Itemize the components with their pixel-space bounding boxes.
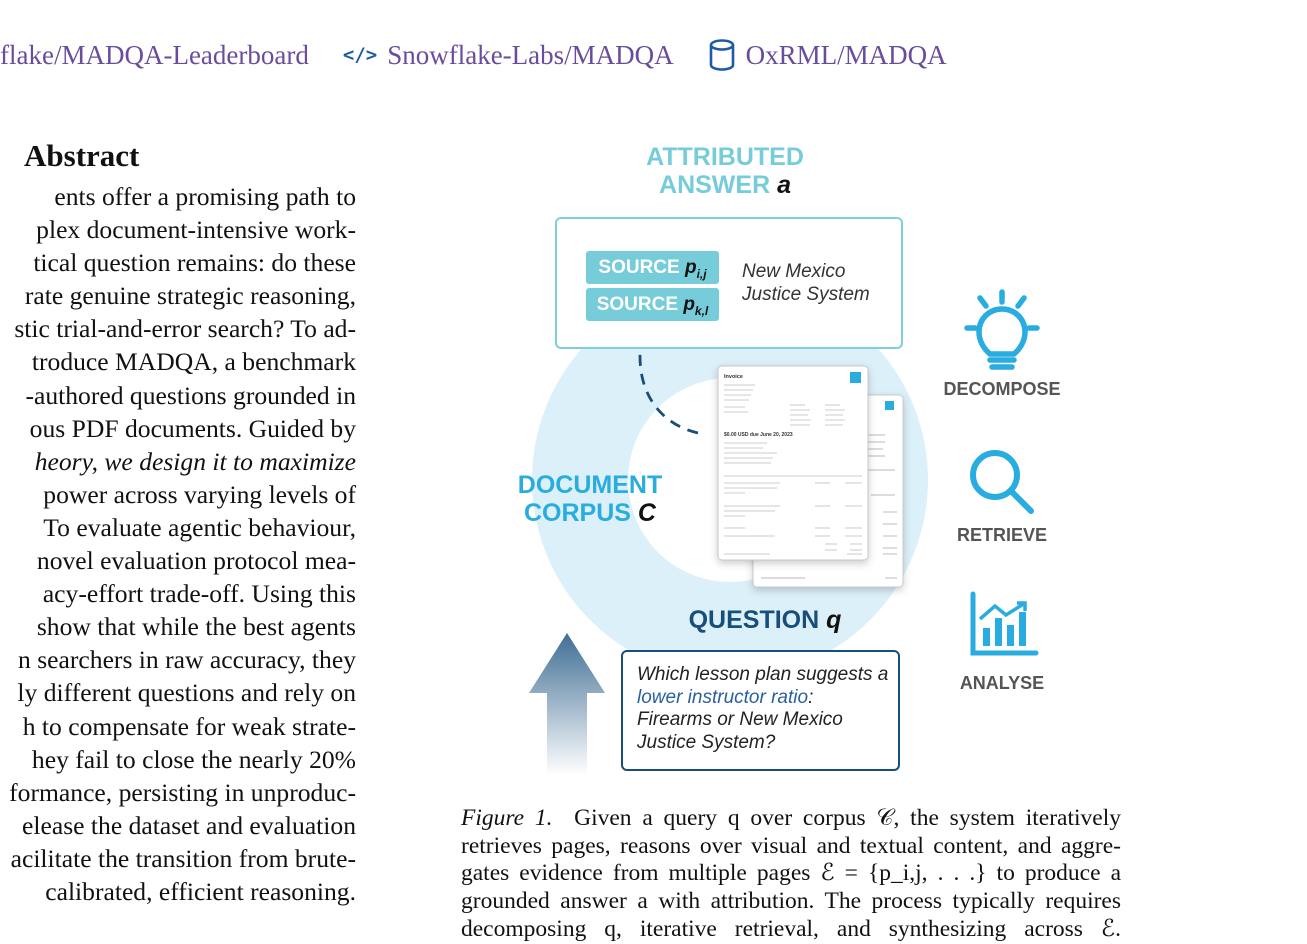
question-up-arrow <box>529 633 605 775</box>
abstract-line: elease the dataset and evaluation <box>22 810 356 840</box>
abstract-line: stic trial-and-error search? To ad- <box>14 314 356 344</box>
github-repo-link[interactable]: </> Snowflake-Labs/MADQA <box>343 40 674 71</box>
database-icon <box>708 39 736 71</box>
question-text: Which lesson plan suggests a lower instr… <box>637 664 892 754</box>
question-text-post: : Firearms or New Mexico Justice System? <box>637 686 843 753</box>
figure-1: Invoice $0.00 USD due June 20, 2023 <box>505 140 1065 780</box>
abstract-line: plex document-intensive work- <box>36 215 356 245</box>
answer-text: New Mexico Justice System <box>742 261 870 305</box>
decompose-label: DECOMPOSE <box>943 379 1061 399</box>
source-badge-label: SOURCE <box>598 257 680 278</box>
document-page-front: Invoice $0.00 USD due June 20, 2023 <box>717 365 869 561</box>
caption-line: retrieves pages, reasons over visual and… <box>461 832 1121 859</box>
abstract-line: show that while the best agents <box>36 612 356 642</box>
abstract-line: acilitate the transition from brute- <box>10 843 356 873</box>
source-symbol: pi,j <box>684 257 707 281</box>
question-text-pre: Which lesson plan suggests a <box>637 664 889 685</box>
repository-links: flake/MADQA-Leaderboard </> Snowflake-La… <box>0 36 947 74</box>
source-symbol: pk,l <box>683 294 709 318</box>
attributed-answer-label: ATTRIBUTED ANSWER a <box>630 143 820 199</box>
caption-line: gates evidence from multiple pages ℰ = {… <box>461 860 1121 887</box>
code-icon: </> <box>343 44 377 66</box>
source-symbol-p: p <box>683 294 695 315</box>
document-corpus-label: DOCUMENT CORPUS C <box>505 471 675 527</box>
invoice-heading: Invoice <box>724 374 743 380</box>
abstract-line: rate genuine strategic reasoning, <box>24 281 356 311</box>
source-badge-label: SOURCE <box>596 294 679 315</box>
question-title: QUESTION <box>688 606 820 634</box>
caption-line: Figure 1. Given a query q over corpus 𝒞,… <box>461 805 1121 833</box>
question-label: QUESTION q <box>655 606 875 634</box>
abstract-heading: Abstract <box>24 138 140 173</box>
dataset-link-text: OxRML/MADQA <box>745 39 947 70</box>
corpus-variable: C <box>637 499 656 527</box>
abstract-line: ous PDF documents. Guided by <box>29 413 356 443</box>
analyse-label: ANALYSE <box>959 673 1045 693</box>
source-badge: SOURCE pk,l <box>586 288 719 321</box>
abstract-line: heory, we design it to maximize <box>0 445 356 478</box>
abstract-line: To evaluate agentic behaviour, <box>43 512 356 542</box>
abstract-line: ents offer a promising path to <box>54 182 356 211</box>
bar-chart-icon <box>970 591 1039 656</box>
abstract-line: n searchers in raw accuracy, they <box>18 645 356 675</box>
abstract-line: calibrated, efficient reasoning. <box>45 876 356 906</box>
lightbulb-icon <box>964 289 1040 370</box>
source-subscript: i,j <box>696 266 707 281</box>
abstract-line: formance, persisting in unproduc- <box>9 777 356 807</box>
leaderboard-link-text: flake/MADQA-Leaderboard <box>0 39 309 70</box>
caption-line-text: Given a query q over corpus 𝒞, the syste… <box>574 805 1122 831</box>
attributed-answer-box: SOURCE pi,j SOURCE pk,l New Mexico Justi… <box>555 217 903 349</box>
code-icon-glyph: </> <box>342 44 378 66</box>
source-badge: SOURCE pi,j <box>586 251 719 284</box>
abstract-line: power across varying levels of <box>43 479 356 509</box>
abstract-body: ents offer a promising path to plex docu… <box>0 180 356 908</box>
document-corpus-title: DOCUMENT CORPUS <box>517 471 663 527</box>
caption-figure-label: Figure 1. <box>461 805 553 831</box>
abstract-line: acy-effort trade-off. Using this <box>42 579 356 609</box>
question-text-highlight: lower instructor ratio <box>637 686 809 708</box>
caption-line: decomposing q, iterative retrieval, and … <box>461 915 1121 942</box>
magnifier-icon <box>970 450 1034 514</box>
caption-line: grounded answer a with attribution. The … <box>461 888 1121 915</box>
question-box: Which lesson plan suggests a lower instr… <box>621 650 900 771</box>
leaderboard-link[interactable]: flake/MADQA-Leaderboard <box>0 40 309 71</box>
abstract-line: h to compensate for weak strate- <box>22 711 356 741</box>
retrieve-label: RETRIEVE <box>956 525 1048 545</box>
abstract-line: tical question remains: do these <box>33 248 356 278</box>
abstract-line: -authored questions grounded in <box>25 380 356 410</box>
source-symbol-p: p <box>684 257 697 278</box>
retrieval-dashed-arrow <box>638 334 699 435</box>
attributed-answer-title: ATTRIBUTED ANSWER <box>646 143 804 199</box>
figure-caption: Figure 1. Given a query q over corpus 𝒞,… <box>461 805 1121 944</box>
dataset-link[interactable]: OxRML/MADQA <box>708 39 947 71</box>
invoice-due-line: $0.00 USD due June 20, 2023 <box>724 432 793 438</box>
answer-variable: a <box>777 171 791 199</box>
abstract-line: novel evaluation protocol mea- <box>36 546 356 576</box>
abstract-line: hey fail to close the nearly 20% <box>31 744 356 774</box>
abstract-line: ly different questions and rely on <box>17 678 356 708</box>
abstract-line-italic: heory, we design it to maximize <box>34 446 356 476</box>
github-repo-link-text: Snowflake-Labs/MADQA <box>387 39 674 70</box>
abstract-line: troduce MADQA, a benchmark <box>31 347 356 377</box>
source-subscript: k,l <box>694 303 709 318</box>
question-variable: q <box>826 606 842 634</box>
